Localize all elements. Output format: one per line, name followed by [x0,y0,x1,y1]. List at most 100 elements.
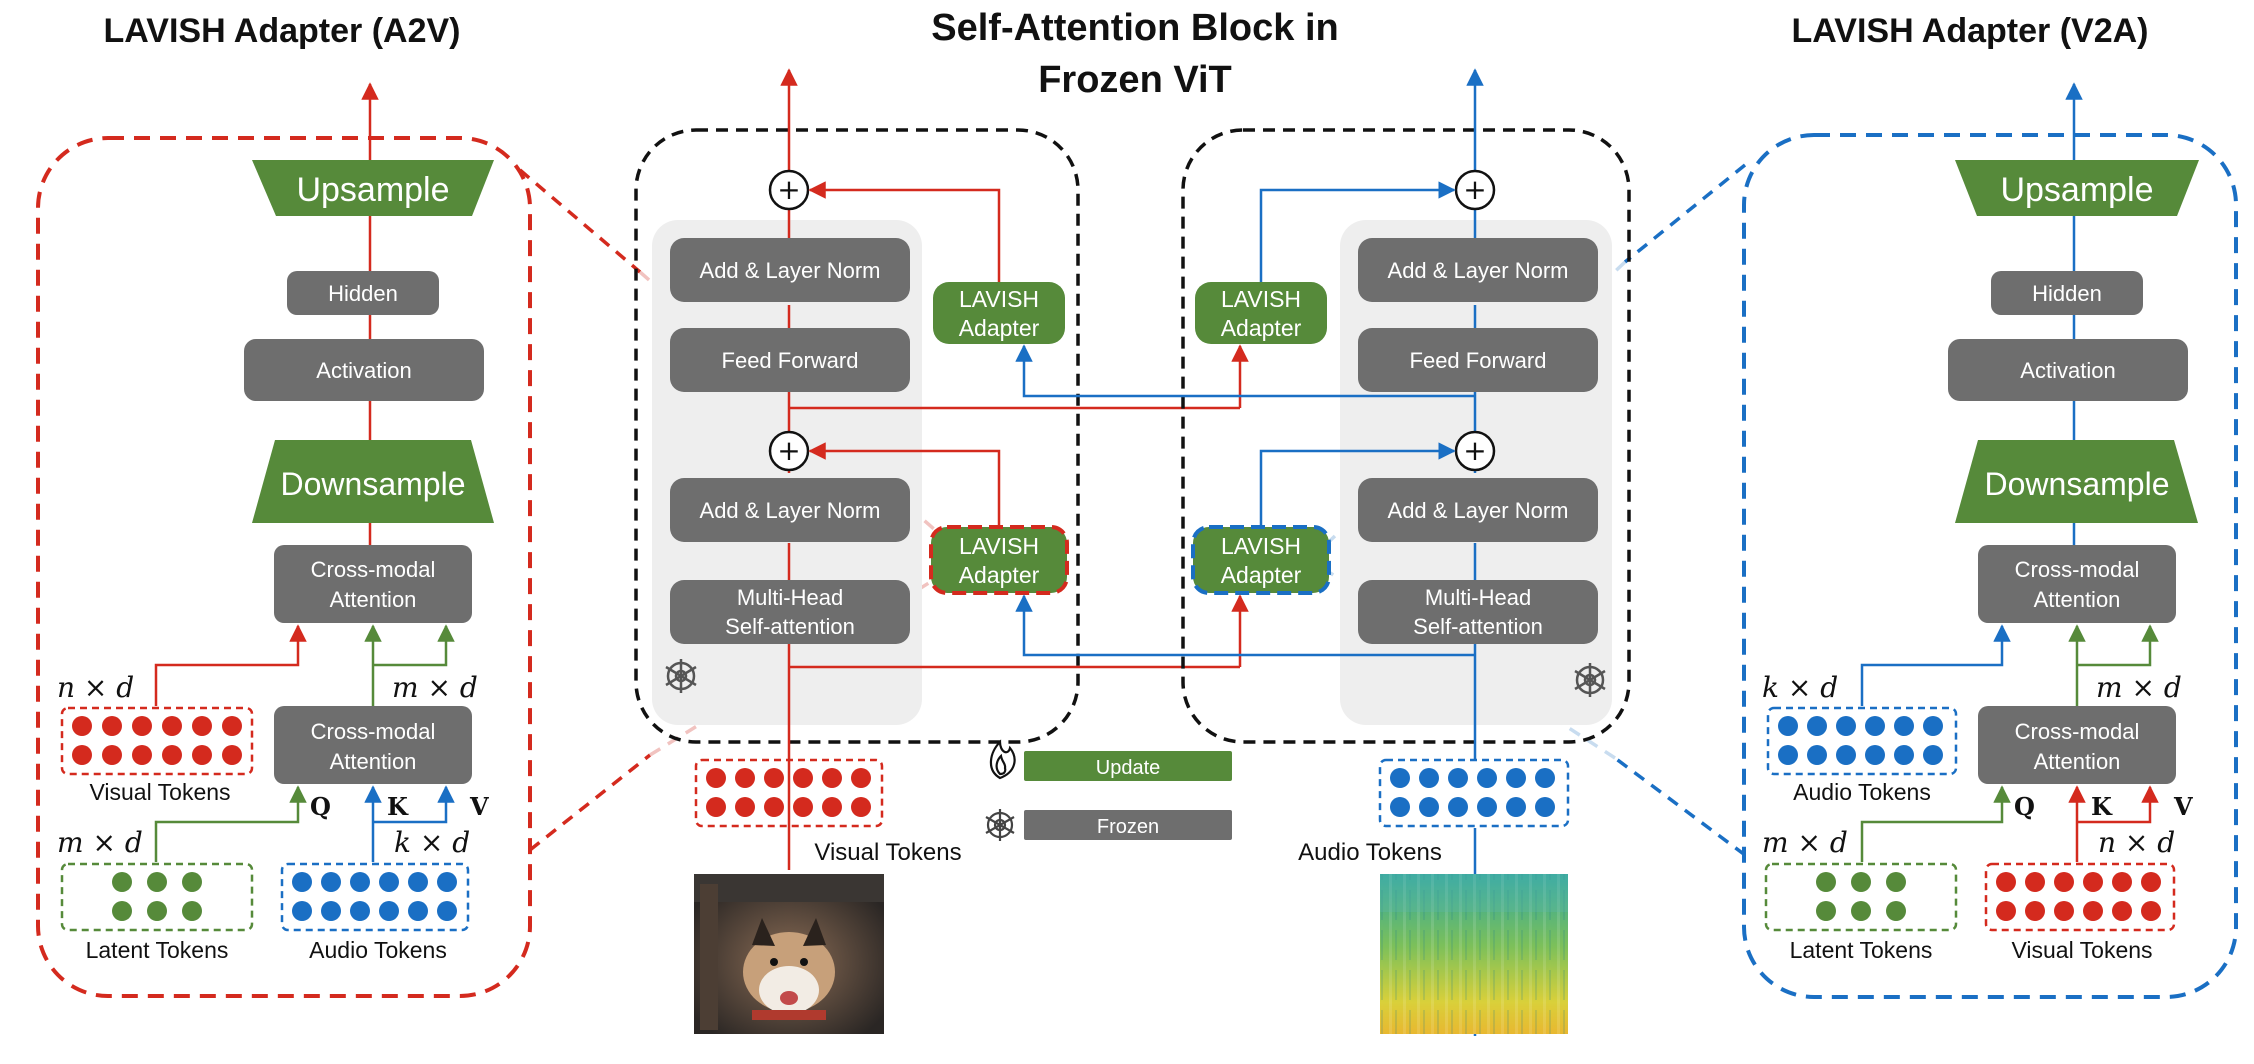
va-plus-bottom [1454,430,1496,472]
va-feed-forward-label: Feed Forward [1410,348,1547,373]
v2a-downsample-label: Downsample [1985,466,2170,502]
a2v-downsample [252,440,494,523]
legend-frozen-label: Frozen [1097,816,1159,838]
v2a-hidden [1991,271,2143,315]
a2v-downsample-label: Downsample [281,466,466,502]
a2v-dim-latent: m × d [57,826,143,859]
a2v-activation [244,339,484,401]
vv-add-norm-bottom-label: Add & Layer Norm [700,498,881,523]
a2v-dim-visual: n × d [57,671,134,704]
adapter-a2v: Upsample Hidden Activation Downsample Cr… [36,82,532,998]
va-lavish-bottom-l1: LAVISH [1221,533,1301,559]
adapter-v2a: Upsample Hidden Activation Downsample Cr… [1742,82,2238,999]
a2v-hidden-label: Hidden [328,281,398,306]
v2a-dim-audio: k × d [1762,671,1838,704]
a2v-latent-tokens-label: Latent Tokens [86,937,229,963]
vv-plus-top-sign: + [777,173,800,206]
vv-add-norm-top-label: Add & Layer Norm [700,258,881,283]
vit-audio-block: Add & Layer Norm Feed Forward Add & Laye… [1181,68,1631,1036]
va-lavish-top-l1: LAVISH [1221,286,1301,312]
v2a-cross-attn-bottom-l2: Attention [2034,749,2121,774]
v2a-activation [1948,339,2188,401]
v2a-k: K [2091,792,2113,821]
vv-plus-top [768,169,810,211]
legend: Update Frozen [985,739,1232,841]
title-a2v: LAVISH Adapter (A2V) [103,12,460,50]
v2a-dim-visual: n × d [2098,826,2175,859]
a2v-cross-attn-bottom-l1: Cross-modal [311,719,436,744]
adapter-v2a-frame [1742,133,2238,999]
va-mhsa-l2: Self-attention [1413,614,1543,639]
v2a-upsample [1955,160,2199,216]
vv-lavish-top [933,282,1065,344]
v2a-dim-latent-up: m × d [2096,671,2182,704]
v2a-cross-attn-top-l2: Attention [2034,587,2121,612]
va-add-norm-top [1358,238,1598,302]
v2a-latent-tokens [1764,862,1958,932]
a2v-v: V [469,792,489,821]
a2v-audio-tokens [280,862,470,932]
a2v-visual-tokens [60,706,254,776]
a2v-cross-attn-top-l2: Attention [330,587,417,612]
vv-lavish-top-l1: LAVISH [959,286,1039,312]
vv-mhsa-l1: Multi-Head [737,585,843,610]
va-plus-top [1454,169,1496,211]
va-lavish-top-l2: Adapter [1221,315,1302,341]
legend-frozen-swatch [1024,810,1232,840]
a2v-cross-attn-top-l1: Cross-modal [311,557,436,582]
va-lavish-top [1195,282,1327,344]
va-tokens-label: Audio Tokens [1298,839,1442,866]
snowflake-icon [985,809,1015,841]
a2v-cross-attn-bottom [274,706,472,784]
a2v-visual-tokens-label: Visual Tokens [89,779,230,805]
dog-image [694,874,884,1034]
a2v-activation-label: Activation [316,358,411,383]
legend-update-label: Update [1096,757,1161,779]
vv-mhsa-l2: Self-attention [725,614,855,639]
spectrogram-image [1380,874,1568,1034]
vv-lavish-top-l2: Adapter [959,315,1040,341]
v2a-q: Q [2014,792,2035,821]
vv-plus-bottom-sign: + [777,434,800,467]
v2a-dim-latent: m × d [1762,826,1848,859]
v2a-visual-tokens-label: Visual Tokens [2011,937,2152,963]
va-add-norm-bottom-label: Add & Layer Norm [1388,498,1569,523]
title-v2a: LAVISH Adapter (V2A) [1791,12,2148,50]
vit-visual-block: Add & Layer Norm Feed Forward Add & Laye… [634,68,1240,870]
title-center-line2: Frozen ViT [1038,59,1232,101]
va-frozen-icon [1574,663,1606,697]
vv-add-norm-top [670,238,910,302]
adapter-a2v-frame [36,136,532,998]
v2a-activation-label: Activation [2020,358,2115,383]
va-plus-bottom-sign: + [1463,434,1486,467]
vv-feed-forward-label: Feed Forward [722,348,859,373]
v2a-cross-attn-top [1978,545,2176,623]
v2a-upsample-label: Upsample [2000,171,2153,209]
a2v-upsample [252,160,494,216]
a2v-k: K [387,792,409,821]
vv-lavish-bottom-l2: Adapter [959,562,1040,588]
va-feed-forward [1358,328,1598,392]
legend-update-swatch [1024,751,1232,781]
va-add-norm-top-label: Add & Layer Norm [1388,258,1569,283]
v2a-hidden-label: Hidden [2032,281,2102,306]
a2v-hidden [287,271,439,315]
fire-icon [989,739,1016,780]
a2v-upsample-label: Upsample [296,171,449,209]
v2a-latent-tokens-label: Latent Tokens [1790,937,1933,963]
vv-add-norm-bottom [670,478,910,542]
v2a-cross-attn-bottom [1978,706,2176,784]
vv-plus-bottom [768,430,810,472]
v2a-cross-attn-top-l1: Cross-modal [2015,557,2140,582]
vv-tokens-label: Visual Tokens [814,839,961,866]
va-mhsa [1358,580,1598,644]
v2a-audio-tokens [1766,706,1958,776]
a2v-cross-attn-bottom-l2: Attention [330,749,417,774]
v2a-visual-tokens [1984,862,2176,932]
title-center-line1: Self-Attention Block in [931,7,1338,49]
v2a-downsample [1955,440,2198,523]
va-lavish-bottom-l2: Adapter [1221,562,1302,588]
a2v-dim-audio: k × d [394,826,470,859]
va-mhsa-l1: Multi-Head [1425,585,1531,610]
